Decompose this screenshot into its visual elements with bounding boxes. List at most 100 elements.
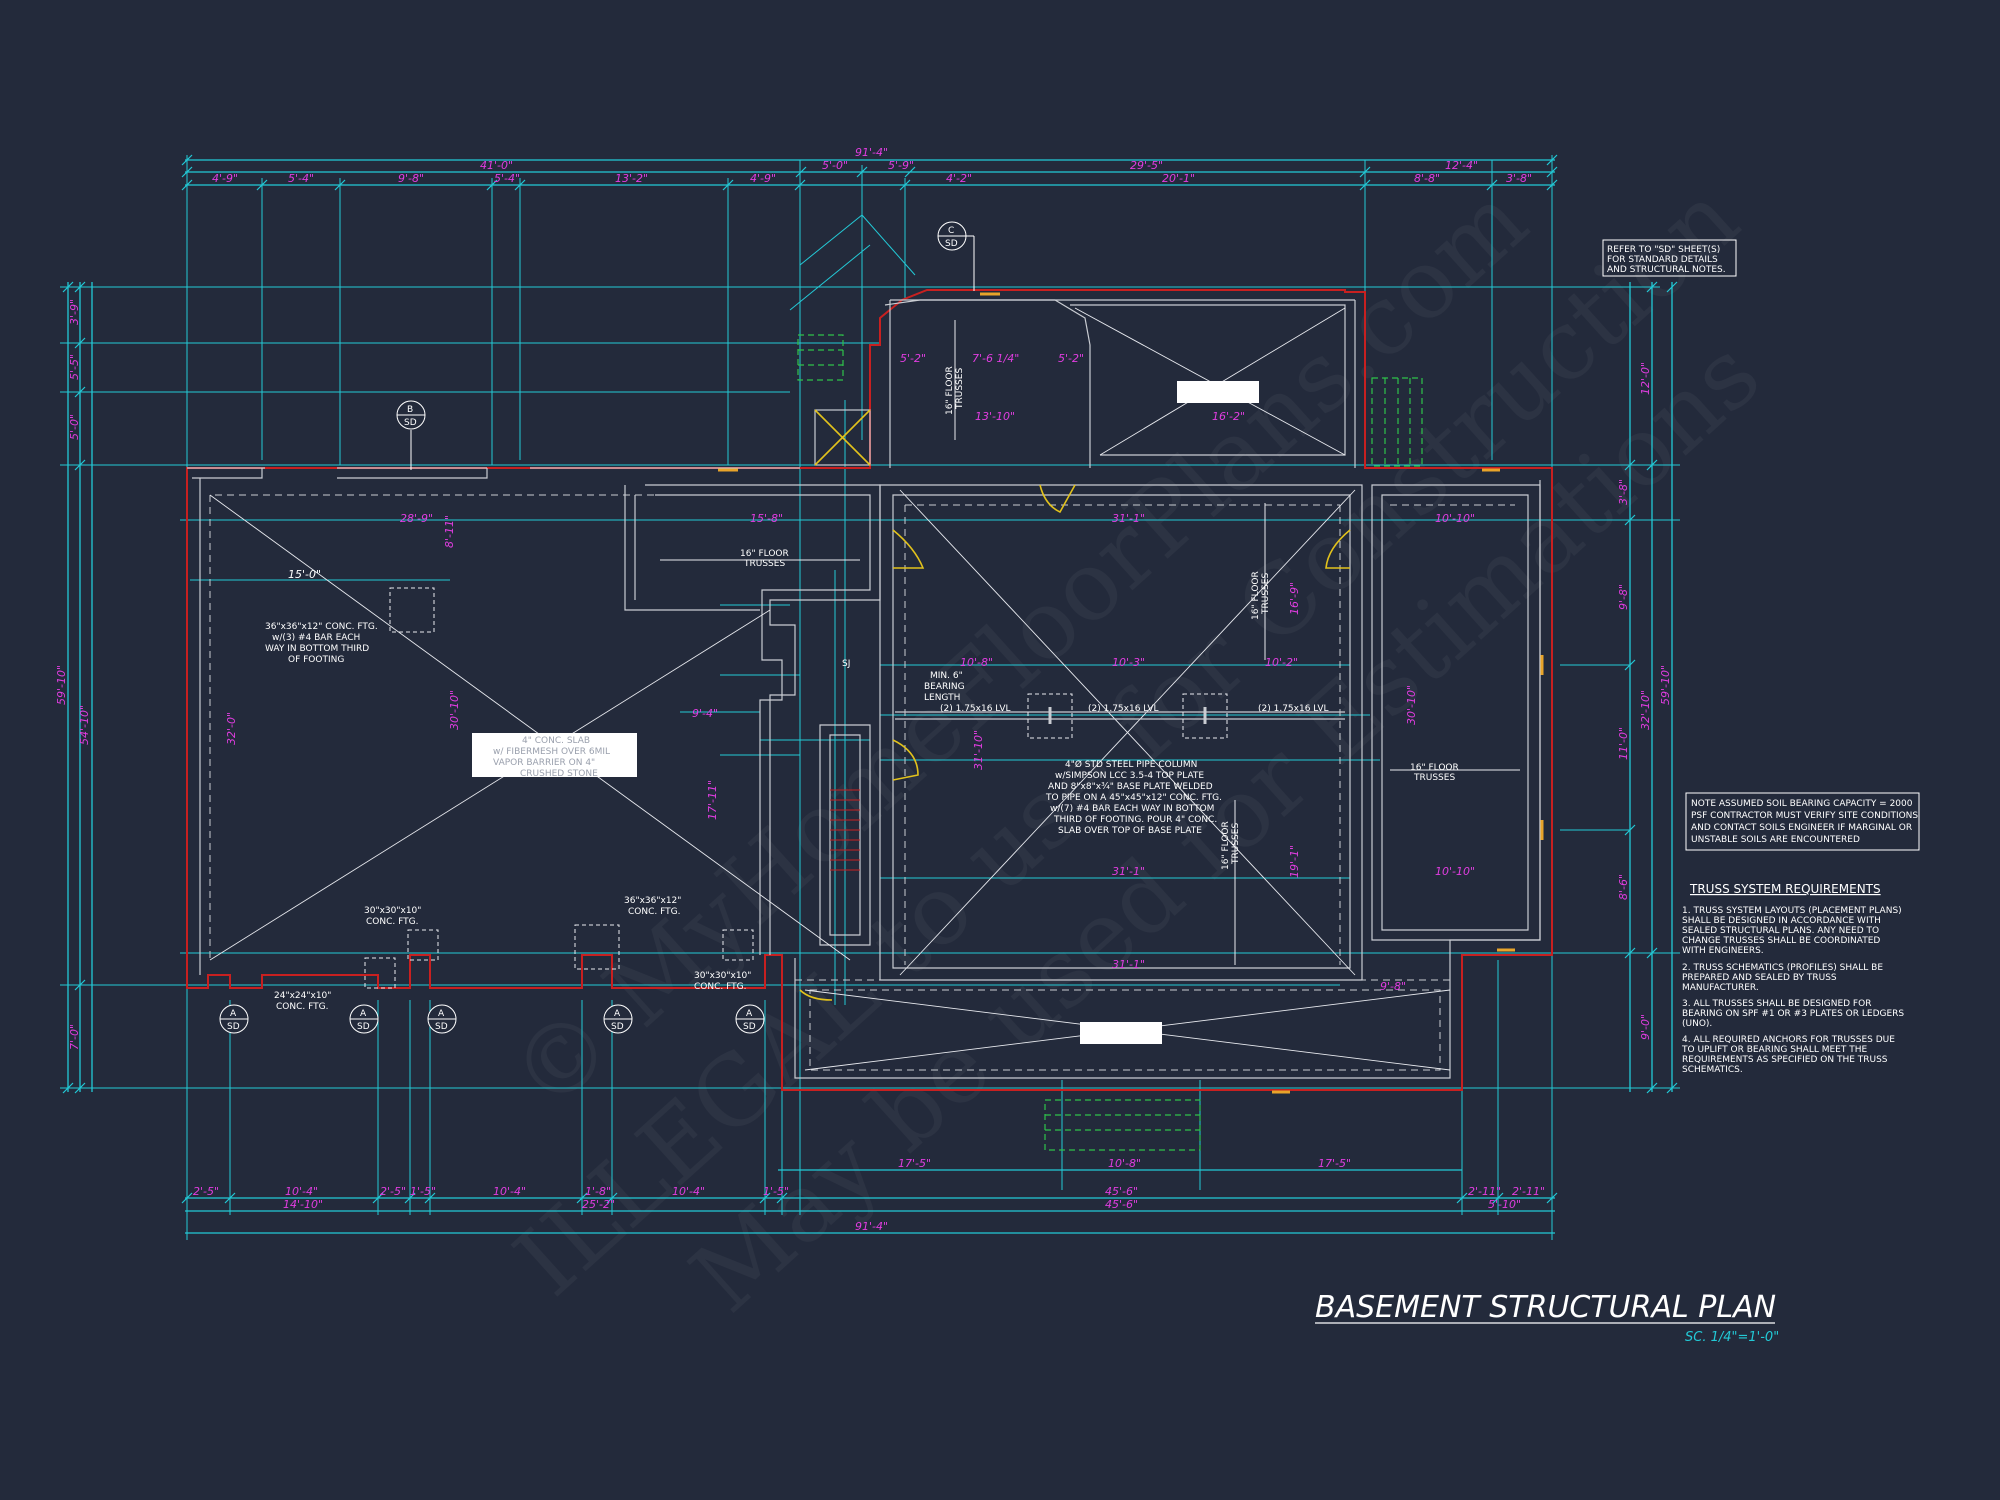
svg-text:20'-1": 20'-1"	[1162, 172, 1195, 185]
svg-text:SD: SD	[435, 1022, 448, 1032]
svg-text:3'-8": 3'-8"	[1506, 172, 1532, 185]
svg-text:(2) 1.75x16 LVL: (2) 1.75x16 LVL	[1088, 704, 1158, 714]
svg-text:41'-0": 41'-0"	[480, 159, 513, 172]
svg-text:10'-8": 10'-8"	[1108, 1157, 1141, 1170]
dimension-labels: 91'-4" 41'-0" 5'-0" 5'-9" 29'-5" 12'-4" …	[55, 146, 1672, 1233]
drawing-scale: SC. 1/4"=1'-0"	[1685, 1330, 1779, 1345]
refer-note: REFER TO "SD" SHEET(S) FOR STANDARD DETA…	[1602, 239, 1737, 277]
svg-text:w/ FIBERMESH OVER 6MIL: w/ FIBERMESH OVER 6MIL	[493, 747, 610, 757]
svg-text:1. TRUSS SYSTEM LAYOUTS (PLACE: 1. TRUSS SYSTEM LAYOUTS (PLACEMENT PLANS…	[1682, 906, 1902, 916]
svg-text:MIN. 6": MIN. 6"	[930, 671, 963, 681]
title-block: BASEMENT STRUCTURAL PLAN SC. 1/4"=1'-0"	[1315, 1290, 1779, 1345]
svg-text:30"x30"x10": 30"x30"x10"	[364, 906, 421, 916]
soil-note: NOTE ASSUMED SOIL BEARING CAPACITY = 200…	[1685, 792, 1920, 851]
svg-text:MANUFACTURER.: MANUFACTURER.	[1682, 983, 1759, 993]
callout-b: B SD	[396, 400, 426, 470]
svg-text:C: C	[948, 226, 954, 236]
svg-text:10'-10": 10'-10"	[1435, 865, 1475, 878]
svg-text:A: A	[438, 1009, 445, 1019]
svg-text:28'-9": 28'-9"	[400, 512, 433, 525]
svg-text:A: A	[746, 1009, 753, 1019]
callout-a-5: A SD	[735, 1004, 765, 1034]
svg-text:REQUIREMENTS AS SPECIFIED ON T: REQUIREMENTS AS SPECIFIED ON THE TRUSS	[1682, 1055, 1888, 1065]
svg-text:10'-4": 10'-4"	[672, 1185, 705, 1198]
svg-text:(2) 1.75x16 LVL: (2) 1.75x16 LVL	[1258, 704, 1328, 714]
svg-text:PREPARED AND SEALED BY TRUSS: PREPARED AND SEALED BY TRUSS	[1682, 973, 1837, 983]
svg-text:30'-10": 30'-10"	[1405, 685, 1418, 725]
svg-text:16" FLOOR: 16" FLOOR	[1410, 763, 1459, 773]
svg-text:59'-10": 59'-10"	[1659, 665, 1672, 705]
svg-text:4'-9": 4'-9"	[212, 172, 238, 185]
svg-text:4'-9": 4'-9"	[750, 172, 776, 185]
svg-text:4. ALL REQUIRED ANCHORS FOR TR: 4. ALL REQUIRED ANCHORS FOR TRUSSES DUE	[1682, 1035, 1895, 1045]
svg-text:TRUSSES: TRUSSES	[743, 559, 785, 569]
svg-text:12'-4": 12'-4"	[1445, 159, 1478, 172]
svg-text:10'-2": 10'-2"	[1265, 656, 1298, 669]
svg-text:AND CONTACT SOILS ENGINEER IF: AND CONTACT SOILS ENGINEER IF MARGINAL O…	[1691, 823, 1912, 833]
slab-note-box	[472, 733, 637, 777]
svg-text:12'-0": 12'-0"	[1639, 362, 1652, 395]
svg-text:CONC. FTG.: CONC. FTG.	[366, 917, 418, 927]
svg-text:CONC. FTG.: CONC. FTG.	[694, 982, 746, 992]
svg-text:31'-10": 31'-10"	[972, 730, 985, 770]
svg-text:16'-2": 16'-2"	[1212, 410, 1245, 423]
callout-c: C SD	[937, 221, 975, 291]
svg-text:4'-2": 4'-2"	[946, 172, 972, 185]
truss-span-arrows	[660, 320, 1520, 965]
svg-text:REFER TO "SD" SHEET(S): REFER TO "SD" SHEET(S)	[1607, 245, 1720, 255]
svg-text:16" FLOOR: 16" FLOOR	[1221, 821, 1231, 870]
svg-text:5'-0": 5'-0"	[68, 414, 81, 440]
svg-text:24"x24"x10": 24"x24"x10"	[274, 991, 331, 1001]
svg-text:TRUSSES: TRUSSES	[1231, 823, 1241, 865]
lvl-beams	[895, 707, 1345, 724]
svg-text:32'-0": 32'-0"	[225, 712, 238, 745]
svg-text:SD: SD	[227, 1022, 240, 1032]
svg-text:5'-4": 5'-4"	[288, 172, 314, 185]
svg-text:10'-4": 10'-4"	[493, 1185, 526, 1198]
svg-text:9'-4": 9'-4"	[692, 707, 718, 720]
svg-text:AND STRUCTURAL NOTES.: AND STRUCTURAL NOTES.	[1607, 265, 1726, 275]
svg-text:36"x36"x12": 36"x36"x12"	[624, 896, 681, 906]
svg-text:THIRD OF FOOTING. POUR 4" CONC: THIRD OF FOOTING. POUR 4" CONC.	[1053, 815, 1217, 825]
svg-text:25'-2": 25'-2"	[582, 1198, 615, 1211]
svg-text:LENGTH: LENGTH	[924, 693, 960, 703]
svg-text:FOR STANDARD DETAILS: FOR STANDARD DETAILS	[1607, 255, 1718, 265]
footings	[364, 587, 1228, 989]
callout-a-2: A SD	[349, 1004, 379, 1034]
exterior-steps	[797, 334, 1423, 1151]
svg-text:5'-9": 5'-9"	[888, 159, 914, 172]
svg-text:16'-9": 16'-9"	[1288, 582, 1301, 615]
svg-text:10'-10": 10'-10"	[1435, 512, 1475, 525]
svg-text:BEARING: BEARING	[924, 682, 965, 692]
svg-text:8'-8": 8'-8"	[1414, 172, 1440, 185]
svg-text:5'-2": 5'-2"	[1058, 352, 1084, 365]
svg-text:17'-5": 17'-5"	[898, 1157, 931, 1170]
svg-text:SHALL BE DESIGNED IN ACCORDANC: SHALL BE DESIGNED IN ACCORDANCE WITH	[1682, 916, 1881, 926]
svg-text:16" FLOOR: 16" FLOOR	[740, 549, 789, 559]
callout-a-3: A SD	[427, 1004, 457, 1034]
dimension-grid	[60, 155, 1680, 1240]
svg-text:OF FOOTING: OF FOOTING	[288, 655, 344, 665]
svg-text:1'-5": 1'-5"	[763, 1185, 789, 1198]
svg-text:9'-8": 9'-8"	[1617, 584, 1630, 610]
svg-text:11'-0": 11'-0"	[1617, 727, 1630, 760]
svg-text:TRUSSES: TRUSSES	[1261, 573, 1271, 615]
svg-text:13'-2": 13'-2"	[615, 172, 648, 185]
svg-text:45'-6": 45'-6"	[1105, 1185, 1138, 1198]
svg-text:45'-6": 45'-6"	[1105, 1198, 1138, 1211]
svg-text:CONC. FTG.: CONC. FTG.	[276, 1002, 328, 1012]
svg-text:10'-8": 10'-8"	[960, 656, 993, 669]
svg-text:TRUSSES: TRUSSES	[1413, 773, 1455, 783]
svg-text:(2) 1.75x16 LVL: (2) 1.75x16 LVL	[940, 704, 1010, 714]
svg-text:A: A	[230, 1009, 237, 1019]
svg-text:4" CONC. SLAB: 4" CONC. SLAB	[522, 736, 590, 746]
svg-text:14'-10": 14'-10"	[283, 1198, 323, 1211]
svg-text:TRUSSES: TRUSSES	[955, 368, 965, 410]
drawing-title: BASEMENT STRUCTURAL PLAN	[1315, 1290, 1776, 1325]
svg-text:SEALED STRUCTURAL PLANS. ANY N: SEALED STRUCTURAL PLANS. ANY NEED TO	[1682, 926, 1879, 936]
svg-text:TO PIPE ON A 45"x45"x12" CONC.: TO PIPE ON A 45"x45"x12" CONC. FTG.	[1045, 793, 1222, 803]
svg-text:TO UPLIFT OR BEARING SHALL MEE: TO UPLIFT OR BEARING SHALL MEET THE	[1681, 1045, 1867, 1055]
svg-text:91'-4": 91'-4"	[855, 1220, 888, 1233]
svg-text:5'-2": 5'-2"	[900, 352, 926, 365]
